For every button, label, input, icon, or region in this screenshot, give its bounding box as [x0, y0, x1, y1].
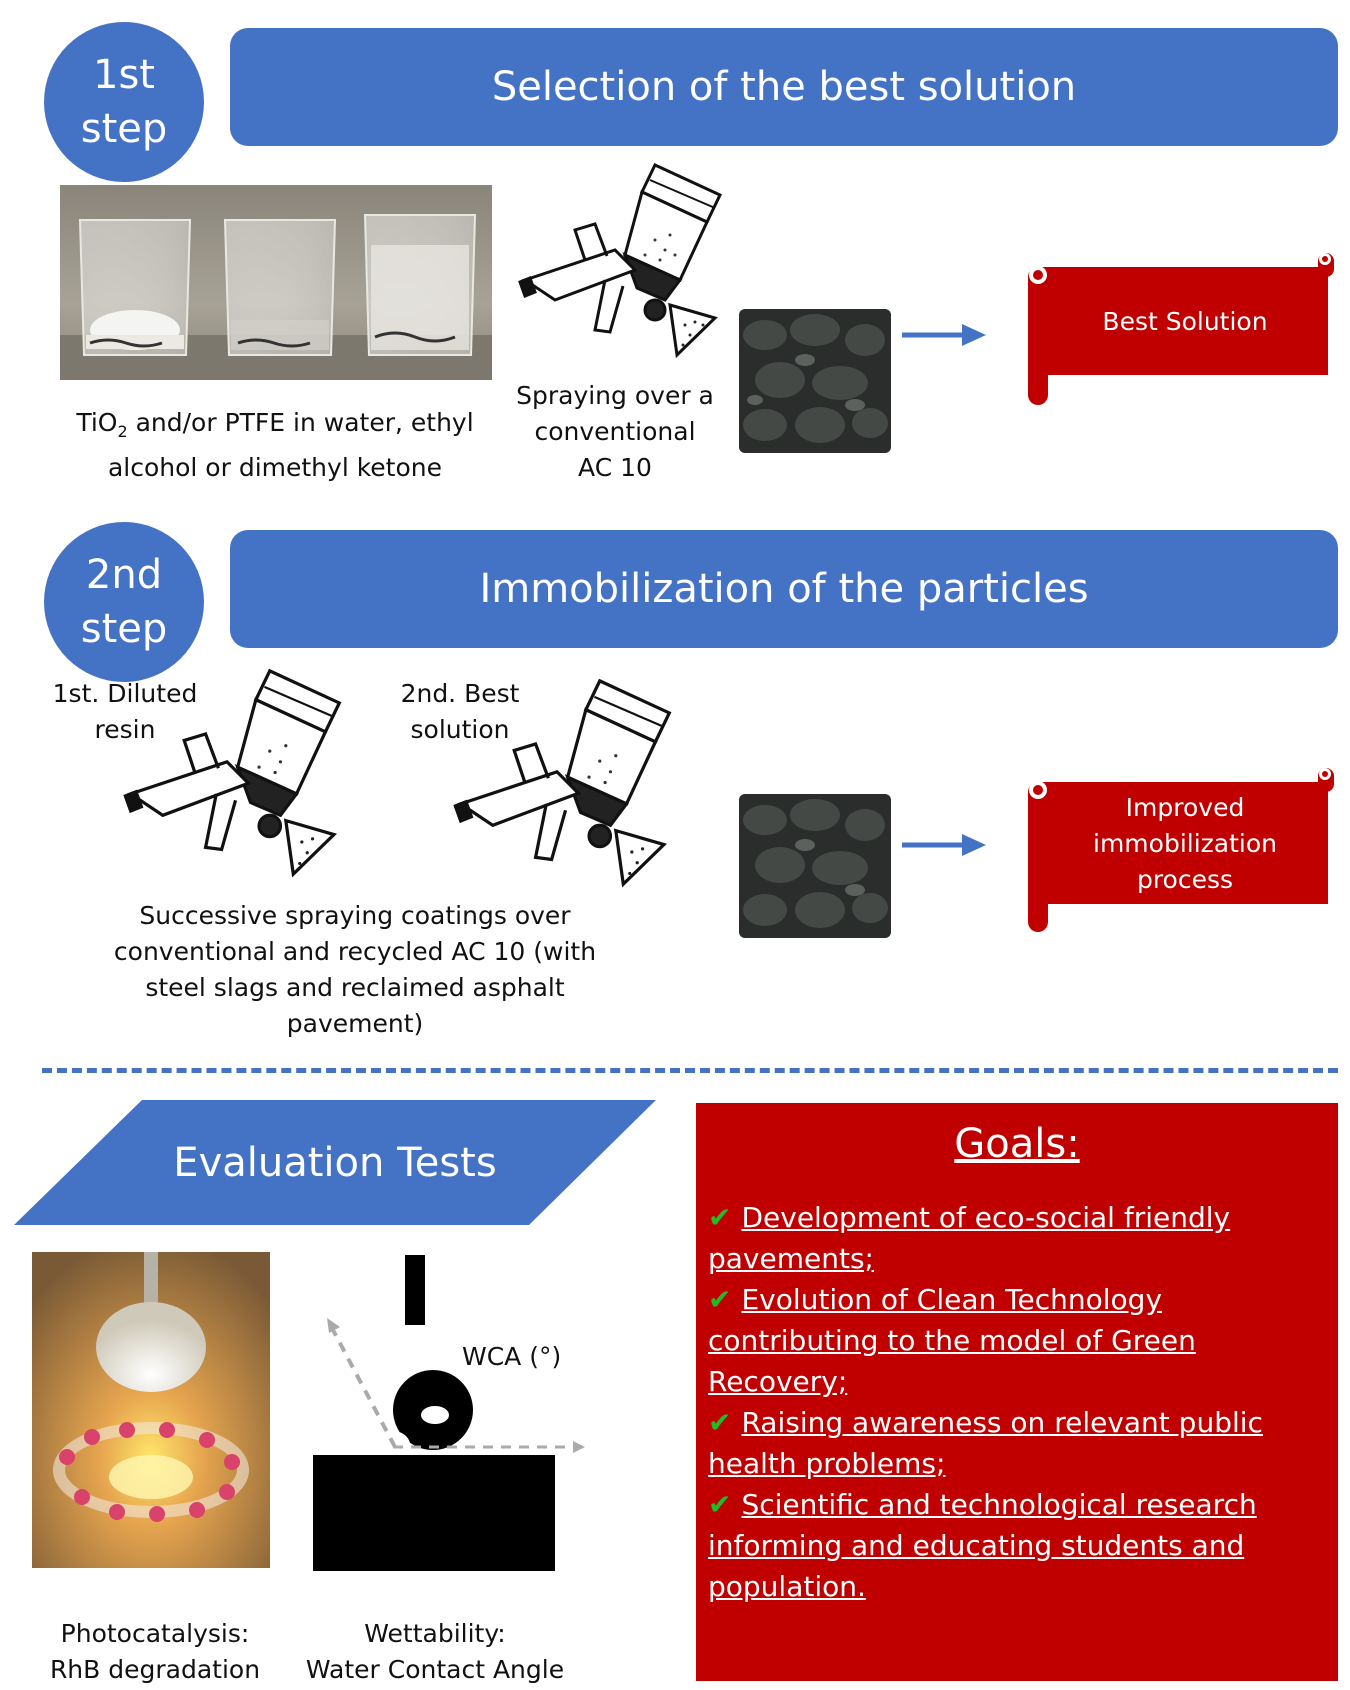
solutions-caption-line2: alcohol or dimethyl ketone [107, 453, 443, 482]
step1-circle-line2: step [80, 106, 168, 152]
solutions-caption-sub: 2 [117, 422, 128, 441]
goal-2-line1: Evolution of Clean Technology [741, 1283, 1163, 1316]
goals-list: ✔ Development of eco-social friendly pave… [696, 1167, 1338, 1607]
goal-3-line1: Raising awareness on relevant public [741, 1406, 1263, 1439]
goal-3-line2: health problems; [708, 1447, 946, 1480]
dashed-divider [42, 1068, 1338, 1073]
second-label-line2: solution [410, 715, 510, 744]
step1-banner-title: Selection of the best solution [491, 64, 1077, 110]
spray-caption-line3: AC 10 [578, 453, 652, 482]
checkmark-icon: ✔ [708, 1201, 732, 1234]
step2-circle: 2nd step [44, 522, 204, 682]
asphalt-sample-icon [739, 309, 891, 453]
goal-4-line2: informing and educating students and [708, 1529, 1245, 1562]
wet-caption-line2: Water Contact Angle [305, 1655, 565, 1684]
lamp-photo [32, 1252, 270, 1568]
spray-gun-icon [453, 678, 672, 888]
step1-result-label: Best Solution [1040, 268, 1330, 376]
step2-caption: Successive spraying coatings over conven… [100, 898, 610, 1042]
goal-4-line1: Scientific and technological research [741, 1488, 1257, 1521]
solutions-caption-rest: and/or PTFE in water, ethyl [127, 408, 474, 437]
goal-2-line2: contributing to the model of Green [708, 1324, 1196, 1357]
first-label-line2: resin [94, 715, 156, 744]
goal-item: ✔ Development of eco-social friendly pave… [708, 1197, 1338, 1279]
scroll-banner-icon [1028, 253, 1334, 405]
step2-caption-line3: steel slags and reclaimed asphalt [145, 973, 565, 1002]
arrow-right-icon [902, 324, 986, 346]
photocatalysis-caption: Photocatalysis: RhB degradation [30, 1616, 280, 1688]
goals-panel: Goals: ✔ Development of eco-social friend… [696, 1103, 1338, 1681]
step2-result-label: Improved immobilization process [1040, 783, 1330, 905]
step2-banner: Immobilization of the particles [230, 530, 1338, 648]
photo-caption-line1: Photocatalysis: [60, 1619, 250, 1648]
goal-1-line2: pavements; [708, 1242, 874, 1275]
wettability-caption: Wettability: Water Contact Angle [290, 1616, 580, 1688]
step2-circle-line1: 2nd [85, 552, 163, 598]
asphalt-sample-icon [739, 794, 891, 938]
step1-circle-line1: 1st [93, 52, 155, 98]
goal-item: ✔ Raising awareness on relevant public he… [708, 1402, 1338, 1484]
photo-caption-line2: RhB degradation [49, 1655, 261, 1684]
goal-2-line3: Recovery; [708, 1365, 848, 1398]
spray-caption-line1: Spraying over a [516, 381, 714, 410]
evaluation-banner-shape [14, 1100, 656, 1225]
spray-gun-icon [123, 668, 342, 878]
spray-gun-icon [518, 163, 723, 359]
result-line2: immobilization [1093, 829, 1277, 858]
scroll-banner-icon [1028, 768, 1334, 932]
goal-item: ✔ Scientific and technological research i… [708, 1484, 1338, 1607]
result-line3: process [1136, 865, 1234, 894]
goal-1-line1: Development of eco-social friendly [741, 1201, 1231, 1234]
step2-banner-title: Immobilization of the particles [479, 566, 1089, 612]
goals-title: Goals: [954, 1121, 1080, 1167]
result-line1: Improved [1125, 793, 1245, 822]
second-label-line1: 2nd. Best [400, 679, 520, 708]
step2-first-label: 1st. Diluted resin [40, 676, 210, 748]
droplet-diagram [313, 1255, 585, 1571]
step2-second-label: 2nd. Best solution [375, 676, 545, 748]
step2-caption-line1: Successive spraying coatings over [139, 901, 571, 930]
beakers-photo [60, 185, 492, 380]
wca-label: WCA (°) [462, 1342, 562, 1371]
first-label-line1: 1st. Diluted [52, 679, 198, 708]
wet-caption-line1: Wettability: [364, 1619, 506, 1648]
step1-solutions-caption: TiO2 and/or PTFE in water, ethyl alcohol… [40, 405, 510, 486]
step1-banner: Selection of the best solution [230, 28, 1338, 146]
goal-4-line3: population. [708, 1570, 866, 1603]
evaluation-banner-title: Evaluation Tests [173, 1140, 497, 1186]
arrow-right-icon [902, 834, 986, 856]
checkmark-icon: ✔ [708, 1406, 732, 1439]
checkmark-icon: ✔ [708, 1283, 732, 1316]
step2-caption-line2: conventional and recycled AC 10 (with [113, 937, 597, 966]
step2-caption-line4: pavement) [286, 1009, 424, 1038]
checkmark-icon: ✔ [708, 1488, 732, 1521]
step1-spray-caption: Spraying over a conventional AC 10 [500, 378, 730, 486]
solutions-caption-tio: TiO [76, 408, 118, 437]
spray-caption-line2: conventional [534, 417, 696, 446]
goal-item: ✔ Evolution of Clean Technology contribut… [708, 1279, 1338, 1402]
best-solution-text: Best Solution [1102, 307, 1268, 336]
step1-circle: 1st step [44, 22, 204, 182]
step2-circle-line2: step [80, 606, 168, 652]
